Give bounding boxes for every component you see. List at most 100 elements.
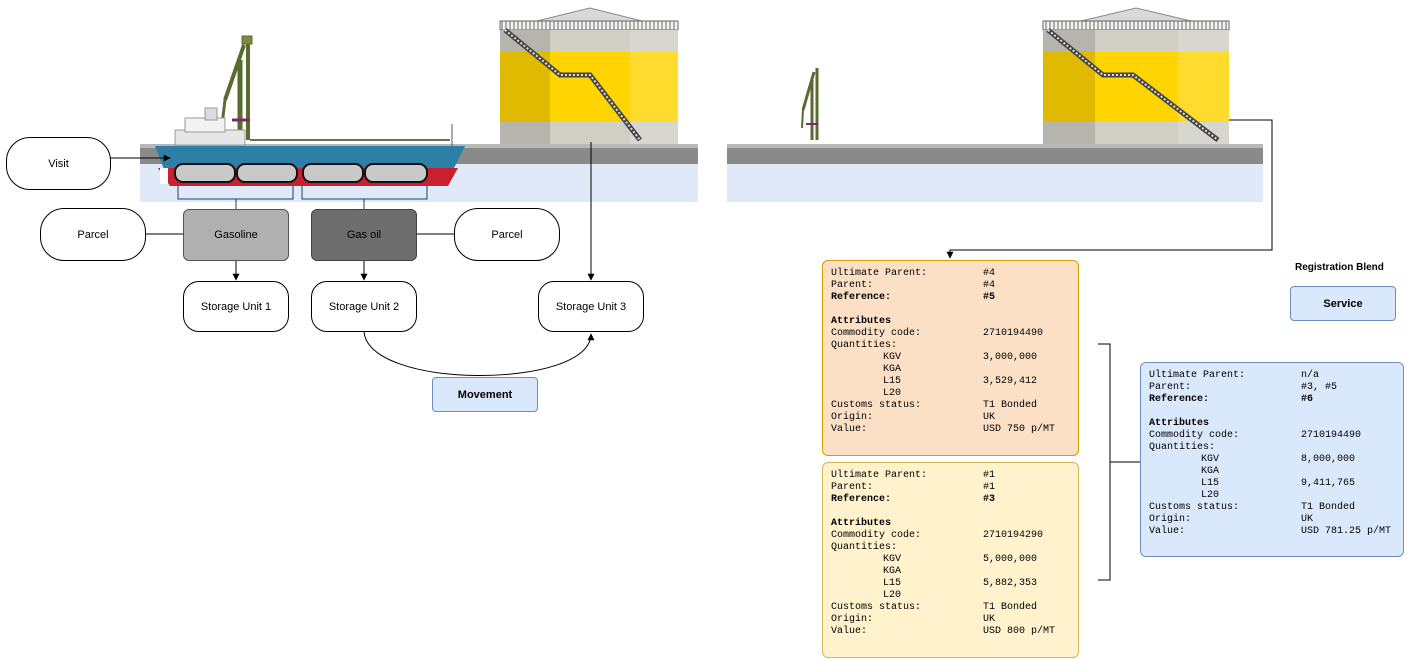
blend-card-ref6: Ultimate Parent: n/a Parent: #3, #5 Refere… — [1140, 362, 1404, 557]
blend-bracket — [1098, 343, 1111, 581]
value-origin: UK — [983, 614, 996, 625]
water-right — [727, 162, 1263, 202]
gasoil-node: Gas oil — [311, 209, 417, 261]
label-attributes: Attributes — [831, 518, 892, 529]
value-value: USD 800 p/MT — [983, 626, 1056, 637]
value-kgv: 8,000,000 — [1301, 454, 1356, 465]
storage-unit-3-label: Storage Unit 3 — [555, 300, 627, 313]
value-parent: #4 — [983, 280, 996, 291]
service-node: Service — [1290, 286, 1396, 321]
label-origin: Origin: — [1149, 514, 1192, 525]
gasoil-label: Gas oil — [346, 229, 382, 241]
label-customs-status: Customs status: — [831, 400, 922, 411]
value-l15: 3,529,412 — [983, 376, 1038, 387]
label-reference: Reference: — [831, 292, 892, 303]
label-parent: Parent: — [831, 280, 874, 291]
value-customs-status: T1 Bonded — [983, 400, 1038, 411]
value-ultimate-parent: #4 — [983, 268, 996, 279]
value-origin: UK — [1301, 514, 1314, 525]
storage-unit-3-node: Storage Unit 3 — [538, 281, 644, 332]
value-reference: #6 — [1301, 394, 1314, 405]
label-l20: L20 — [883, 590, 902, 601]
label-origin: Origin: — [831, 614, 874, 625]
tanker-ship — [155, 107, 465, 186]
value-commodity-code: 2710194490 — [1301, 430, 1362, 441]
label-attributes: Attributes — [831, 316, 892, 327]
value-value: USD 750 p/MT — [983, 424, 1056, 435]
label-l15: L15 — [883, 578, 902, 589]
registration-blend-title: Registration Blend — [1295, 262, 1384, 273]
label-reference: Reference: — [1149, 394, 1210, 405]
label-kgv: KGV — [1201, 454, 1220, 465]
value-kgv: 3,000,000 — [983, 352, 1038, 363]
label-ultimate-parent: Ultimate Parent: — [831, 268, 928, 279]
value-reference: #3 — [983, 494, 996, 505]
label-commodity-code: Commodity code: — [831, 328, 922, 339]
label-customs-status: Customs status: — [1149, 502, 1240, 513]
visit-label: Visit — [48, 157, 69, 170]
storage-unit-1-label: Storage Unit 1 — [200, 300, 272, 313]
value-l15: 5,882,353 — [983, 578, 1038, 589]
value-commodity-code: 2710194290 — [983, 530, 1044, 541]
label-ultimate-parent: Ultimate Parent: — [831, 470, 928, 481]
parcel-right-label: Parcel — [491, 228, 523, 241]
label-value: Value: — [831, 424, 868, 435]
value-parent: #3, #5 — [1301, 382, 1338, 393]
label-commodity-code: Commodity code: — [831, 530, 922, 541]
label-origin: Origin: — [831, 412, 874, 423]
value-commodity-code: 2710194490 — [983, 328, 1044, 339]
value-ultimate-parent: #1 — [983, 470, 996, 481]
label-kga: KGA — [883, 566, 902, 577]
label-quantities: Quantities: — [831, 340, 898, 351]
service-label: Service — [1323, 297, 1363, 310]
value-value: USD 781.25 p/MT — [1301, 526, 1392, 537]
label-kga: KGA — [883, 364, 902, 375]
value-parent: #1 — [983, 482, 996, 493]
label-kgv: KGV — [883, 352, 902, 363]
label-quantities: Quantities: — [1149, 442, 1216, 453]
label-parent: Parent: — [1149, 382, 1192, 393]
label-attributes: Attributes — [1149, 418, 1210, 429]
label-l20: L20 — [883, 388, 902, 399]
label-ultimate-parent: Ultimate Parent: — [1149, 370, 1246, 381]
value-l15: 9,411,765 — [1301, 478, 1356, 489]
value-reference: #5 — [983, 292, 996, 303]
parcel-card-ref3: Ultimate Parent:#1 Parent:#1 Reference:#… — [822, 462, 1079, 658]
label-kga: KGA — [1201, 466, 1220, 477]
parcel-left-label: Parcel — [77, 228, 109, 241]
value-customs-status: T1 Bonded — [1301, 502, 1356, 513]
visit-node: Visit — [6, 137, 111, 190]
value-customs-status: T1 Bonded — [983, 602, 1038, 613]
label-quantities: Quantities: — [831, 542, 898, 553]
quay-right — [727, 144, 1263, 164]
gasoline-node: Gasoline — [183, 209, 289, 261]
label-l15: L15 — [883, 376, 902, 387]
label-customs-status: Customs status: — [831, 602, 922, 613]
label-commodity-code: Commodity code: — [1149, 430, 1240, 441]
movement-label: Movement — [457, 388, 513, 401]
storage-unit-2-label: Storage Unit 2 — [328, 300, 400, 313]
label-l20: L20 — [1201, 490, 1220, 501]
value-ultimate-parent: n/a — [1301, 370, 1320, 381]
label-kgv: KGV — [883, 554, 902, 565]
storage-tank-left — [499, 7, 679, 144]
parcel-left-node: Parcel — [40, 208, 146, 261]
value-origin: UK — [983, 412, 996, 423]
storage-unit-2-node: Storage Unit 2 — [311, 281, 417, 332]
label-parent: Parent: — [831, 482, 874, 493]
gasoline-label: Gasoline — [214, 229, 258, 241]
loading-crane-left — [220, 35, 253, 140]
storage-tank-right — [1042, 7, 1230, 144]
loading-crane-right — [801, 68, 819, 140]
tank-to-card-arrow — [946, 119, 1273, 259]
movement-arrow — [363, 329, 595, 376]
value-kgv: 5,000,000 — [983, 554, 1038, 565]
parcel-right-node: Parcel — [454, 208, 560, 261]
label-value: Value: — [831, 626, 868, 637]
parcel-card-ref5: Ultimate Parent: #4 Parent: #4 Reference: #… — [822, 260, 1079, 456]
movement-node: Movement — [432, 377, 538, 412]
storage-unit-1-node: Storage Unit 1 — [183, 281, 289, 332]
label-l15: L15 — [1201, 478, 1220, 489]
